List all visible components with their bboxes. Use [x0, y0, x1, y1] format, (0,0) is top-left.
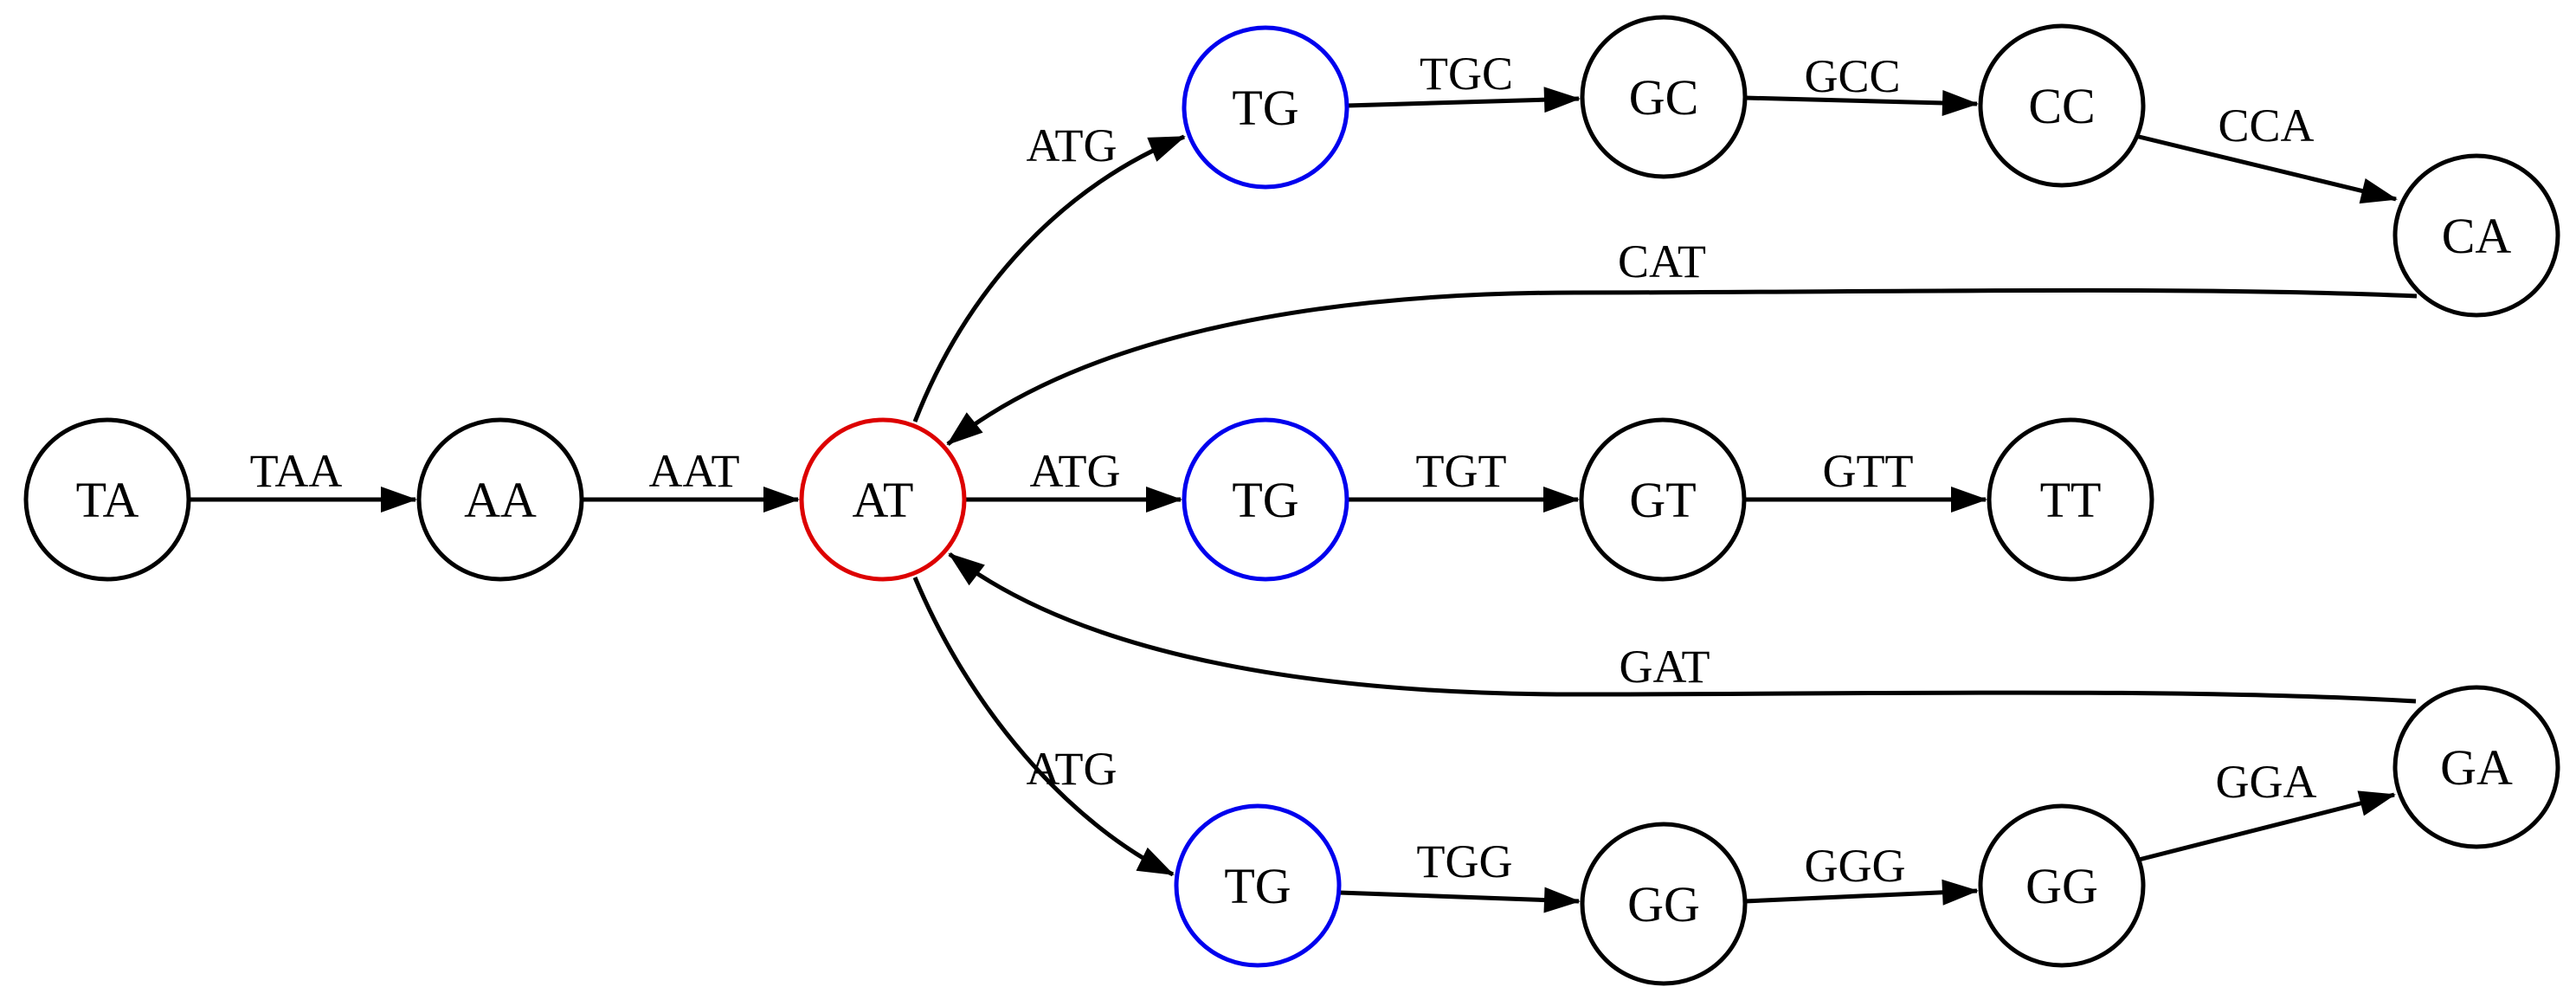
edge-label-ATG-top: ATG [1027, 119, 1117, 171]
node-GT-label: GT [1629, 472, 1696, 528]
node-GA-label: GA [2440, 739, 2513, 796]
node-GG-right-label: GG [2025, 858, 2098, 914]
edge-CC-CA [2131, 132, 2398, 204]
node-AA-circle [416, 417, 584, 582]
edge-label-ATG-bottom: ATG [1027, 743, 1117, 795]
node-TT: TT [1987, 417, 2154, 582]
edge-group: TAA AAT ATG ATG ATG TGC GCC CCA CAT TGT … [190, 48, 2418, 913]
node-TA-label: TA [76, 472, 139, 528]
node-GT: GT [1579, 417, 1747, 582]
node-GG-left-label: GG [1627, 876, 1700, 932]
node-CA-label: CA [2442, 208, 2512, 264]
node-GA-circle [2392, 685, 2560, 849]
edge-label-TAA: TAA [250, 445, 343, 497]
edge-GA-AT [948, 552, 2417, 704]
edge-label-CCA: CCA [2218, 100, 2314, 152]
node-GC: GC [1580, 15, 1748, 179]
edge-label-GGG: GGG [1805, 840, 1906, 892]
node-TG-bottom-circle [1174, 803, 1342, 968]
edge-GC-CC [1744, 89, 1979, 116]
node-TT-circle [1987, 417, 2154, 582]
node-AA-label: AA [464, 472, 537, 528]
node-CC: CC [1978, 23, 2146, 188]
node-GA: GA [2392, 685, 2560, 849]
edge-GGright-GA [2138, 790, 2396, 862]
node-GG-left-circle [1580, 822, 1748, 986]
node-GC-label: GC [1629, 69, 1699, 126]
node-GT-circle [1579, 417, 1747, 582]
edge-label-TGT: TGT [1416, 445, 1507, 497]
edge-AT-TGtop [912, 134, 1186, 422]
edge-label-TGG: TGG [1417, 835, 1513, 887]
node-AT: AT [799, 417, 967, 582]
edge-TGbottom-GGleft [1338, 887, 1581, 913]
edge-label-CAT: CAT [1618, 235, 1706, 287]
node-AA: AA [416, 417, 584, 582]
node-AT-label: AT [853, 472, 914, 528]
node-TG-bottom-label: TG [1224, 858, 1291, 914]
edge-AT-TGbottom [912, 577, 1175, 877]
node-GG-left: GG [1580, 822, 1748, 986]
node-TG-bottom: TG [1174, 803, 1342, 968]
node-AT-circle [799, 417, 967, 582]
node-TG-top-circle [1182, 25, 1349, 190]
node-TG-top: TG [1182, 25, 1349, 190]
node-CC-circle [1978, 23, 2146, 188]
edge-label-AAT: AAT [649, 445, 740, 497]
edge-TGtop-GC [1346, 87, 1581, 113]
node-TT-label: TT [2040, 472, 2102, 528]
node-GG-right: GG [1978, 803, 2146, 968]
edge-label-TGC: TGC [1420, 48, 1513, 100]
edge-label-GGA: GGA [2216, 756, 2317, 808]
node-CA: CA [2392, 153, 2560, 318]
node-TG-mid: TG [1182, 417, 1349, 582]
edge-label-GCC: GCC [1804, 50, 1900, 102]
node-GG-right-circle [1978, 803, 2146, 968]
node-GC-circle [1580, 15, 1748, 179]
edge-GGleft-GGright [1744, 879, 1979, 906]
edge-label-GAT: GAT [1620, 641, 1710, 693]
node-CC-label: CC [2028, 78, 2095, 134]
edge-label-ATG-mid: ATG [1030, 445, 1121, 497]
node-TA: TA [23, 417, 191, 582]
node-TG-mid-circle [1182, 417, 1349, 582]
node-TG-top-label: TG [1232, 80, 1298, 136]
node-group: TA AA AT TG GC CC CA TG [23, 15, 2560, 986]
edge-CA-AT [946, 287, 2418, 446]
edge-label-GTT: GTT [1823, 445, 1914, 497]
node-TA-circle [23, 417, 191, 582]
node-TG-mid-label: TG [1232, 472, 1298, 528]
node-CA-circle [2392, 153, 2560, 318]
